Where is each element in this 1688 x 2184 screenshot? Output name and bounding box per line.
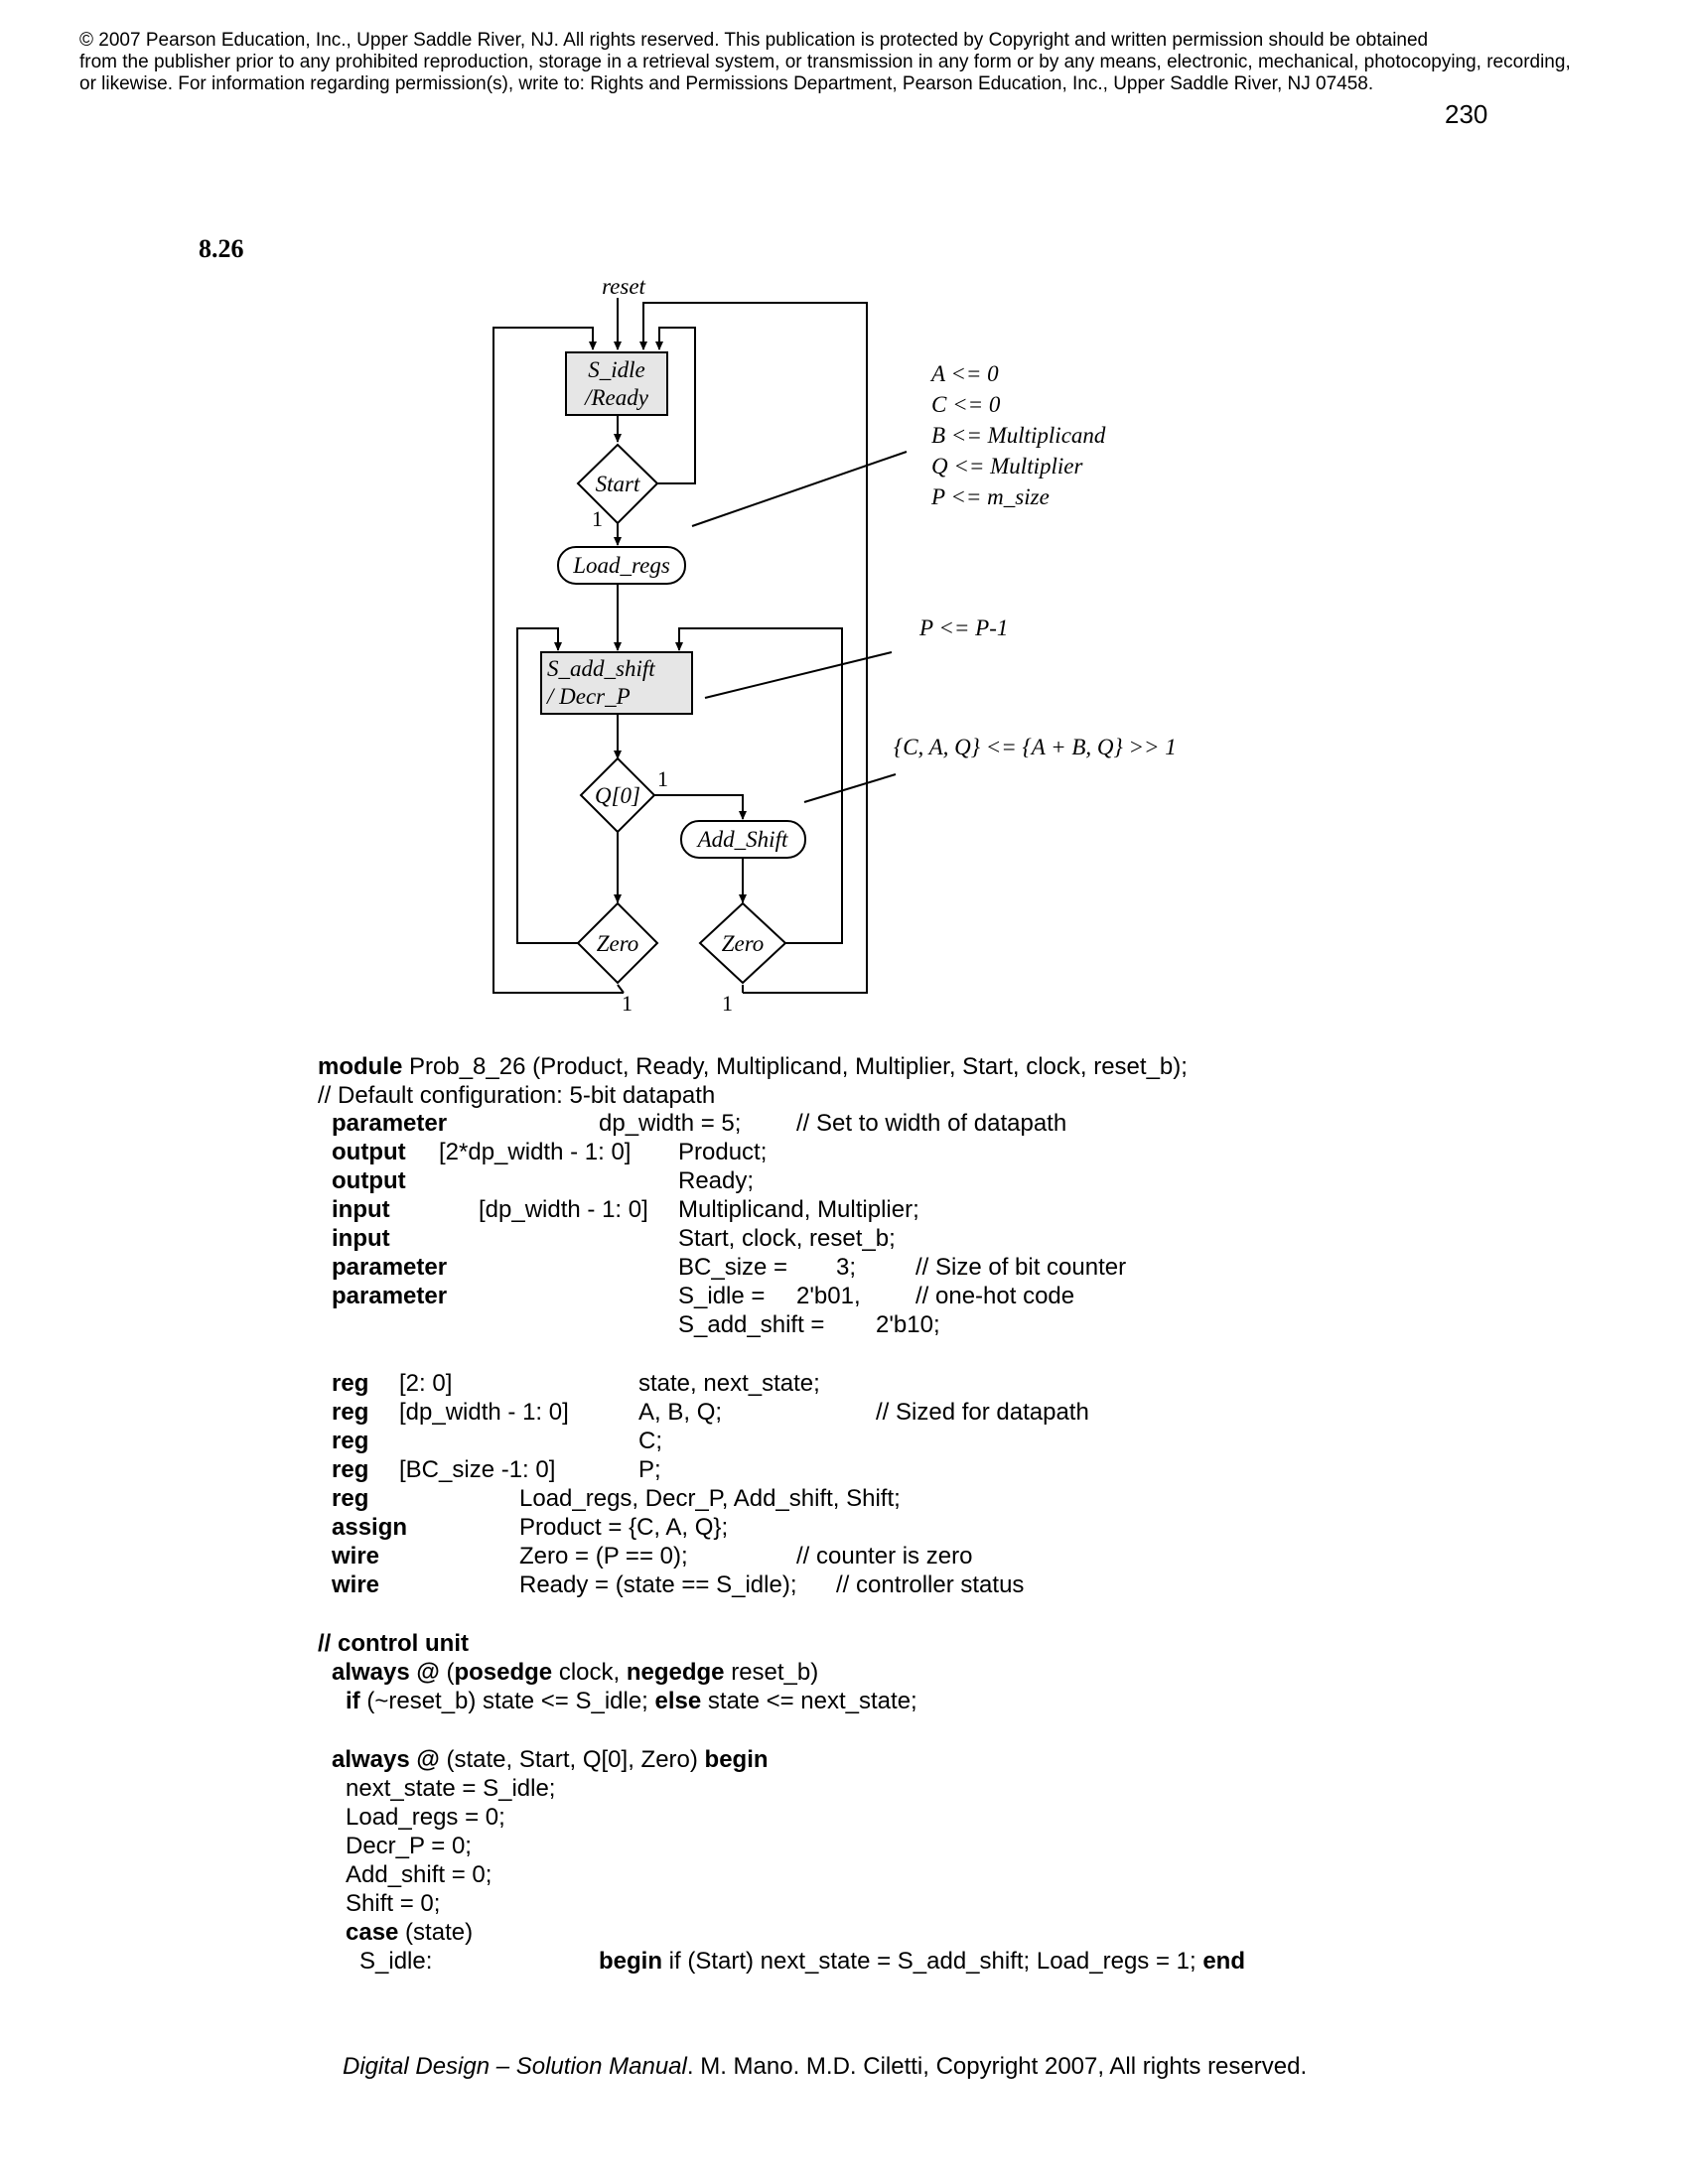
reset-label: reset bbox=[602, 274, 645, 299]
loop-right-addshift bbox=[675, 627, 843, 944]
svg-text:Zero: Zero bbox=[597, 931, 639, 956]
svg-text:Load_regs: Load_regs bbox=[572, 553, 670, 578]
svg-text:Zero: Zero bbox=[722, 931, 765, 956]
annot-decr: P <= P-1 bbox=[918, 615, 1008, 640]
decision-zero-left bbox=[576, 901, 659, 985]
s-idle-label: S_idle bbox=[588, 357, 645, 382]
svg-text:Q[0]: Q[0] bbox=[595, 783, 640, 808]
problem-number: 8.26 bbox=[199, 234, 244, 263]
code-default-comment: // Default configuration: 5-bit datapath bbox=[318, 1082, 716, 1109]
loop-left-addshift bbox=[516, 627, 578, 944]
decision-zero-right bbox=[698, 901, 787, 985]
svg-text:1: 1 bbox=[622, 991, 633, 1016]
annot-p: P <= m_size bbox=[930, 484, 1050, 509]
copyright-notice: © 2007 Pearson Education, Inc., Upper Sa… bbox=[79, 30, 1571, 94]
code-module-line: module Prob_8_26 (Product, Ready, Multip… bbox=[318, 1053, 1188, 1080]
state-box-s-idle bbox=[565, 351, 668, 416]
annot-b: B <= Multiplicand bbox=[931, 423, 1106, 448]
page-number: 230 bbox=[1445, 99, 1488, 129]
annot-shift: {C, A, Q} <= {A + B, Q} >> 1 bbox=[894, 735, 1177, 759]
svg-text:1: 1 bbox=[592, 506, 603, 531]
svg-text:Start: Start bbox=[596, 472, 640, 496]
leader-decr bbox=[704, 651, 893, 699]
control-unit-comment: // control unit bbox=[318, 1630, 469, 1657]
conditional-load-regs bbox=[557, 546, 686, 585]
svg-text:1: 1 bbox=[657, 766, 668, 791]
leader-shift bbox=[803, 773, 897, 803]
loop-right-idle bbox=[639, 302, 868, 994]
svg-text:S_add_shift: S_add_shift bbox=[547, 656, 655, 681]
decision-q0 bbox=[579, 756, 656, 834]
svg-text:Add_Shift: Add_Shift bbox=[696, 827, 788, 852]
ready-label: /Ready bbox=[583, 385, 649, 410]
conditional-add-shift bbox=[680, 820, 806, 859]
loop-left-idle bbox=[492, 327, 624, 994]
asmd-chart: S_idle /Ready Start 1 Load_regs S_add_sh… bbox=[492, 274, 1177, 1016]
annot-q: Q <= Multiplier bbox=[931, 454, 1083, 478]
loop-start bbox=[655, 327, 696, 484]
svg-text:/ Decr_P: / Decr_P bbox=[545, 684, 631, 709]
decision-start bbox=[576, 443, 659, 525]
annot-c: C <= 0 bbox=[931, 392, 1001, 417]
annot-a: A <= 0 bbox=[929, 361, 999, 386]
leader-load bbox=[691, 451, 908, 527]
state-box-s-add-shift bbox=[540, 651, 693, 715]
footer: Digital Design – Solution Manual. M. Man… bbox=[343, 2053, 1308, 2080]
svg-text:1: 1 bbox=[722, 991, 733, 1016]
